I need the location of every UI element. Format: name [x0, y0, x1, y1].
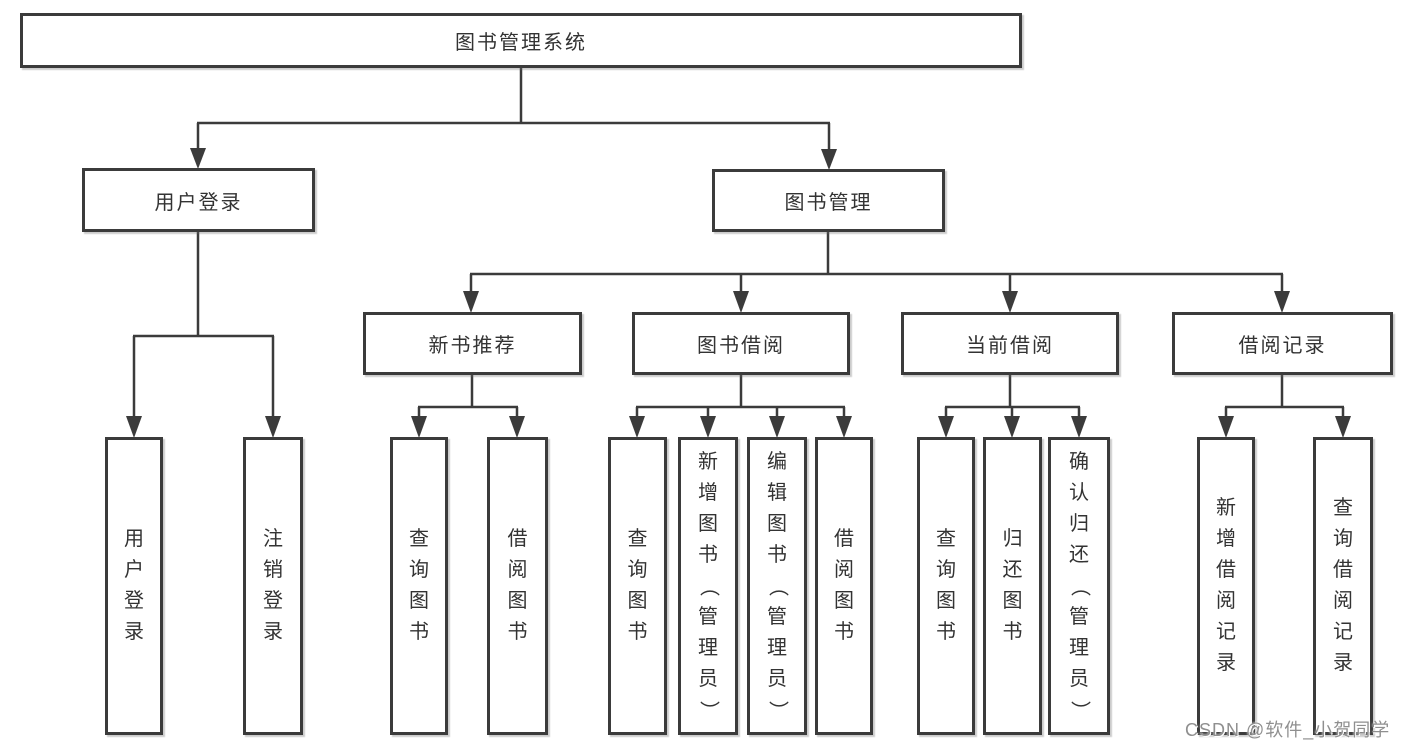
node-leaf-query-books-3: 查询图书: [917, 437, 975, 735]
node-leaf-borrow-books-2: 借阅图书: [815, 437, 873, 735]
node-current-borrowing: 当前借阅: [901, 312, 1119, 375]
node-user-login-module: 用户登录: [82, 168, 315, 232]
csdn-watermark: CSDN @软件_小贺同学: [1185, 720, 1391, 740]
node-label: 图书管理: [784, 192, 873, 214]
node-root-library-system: 图书管理系统: [20, 13, 1022, 68]
node-label: 借阅记录: [1238, 335, 1327, 357]
arrowhead-icons: [126, 148, 1351, 438]
node-leaf-add-books-admin: 新增图书（管理员）: [678, 437, 738, 735]
node-leaf-user-login: 用户登录: [105, 437, 163, 735]
node-label: 图书借阅: [697, 335, 785, 357]
node-leaf-edit-books-admin: 编辑图书（管理员）: [747, 437, 807, 735]
node-label: 图书管理系统: [455, 32, 587, 54]
node-leaf-query-borrow-record: 查询借阅记录: [1313, 437, 1373, 735]
node-label: 用户登录: [154, 191, 243, 214]
node-leaf-add-borrow-record: 新增借阅记录: [1197, 437, 1255, 735]
node-book-borrowing: 图书借阅: [632, 312, 850, 375]
node-leaf-query-books-1: 查询图书: [390, 437, 448, 735]
node-label: 当前借阅: [966, 335, 1054, 357]
node-leaf-logout: 注销登录: [243, 437, 303, 735]
node-book-management-module: 图书管理: [712, 169, 945, 232]
node-borrow-records: 借阅记录: [1172, 312, 1393, 375]
node-leaf-query-books-2: 查询图书: [608, 437, 667, 735]
node-label: 新书推荐: [428, 335, 517, 357]
node-new-book-recommend: 新书推荐: [363, 312, 582, 375]
node-leaf-borrow-books-1: 借阅图书: [487, 437, 548, 735]
node-leaf-confirm-return-admin: 确认归还（管理员）: [1048, 437, 1110, 735]
node-leaf-return-books: 归还图书: [983, 437, 1042, 735]
